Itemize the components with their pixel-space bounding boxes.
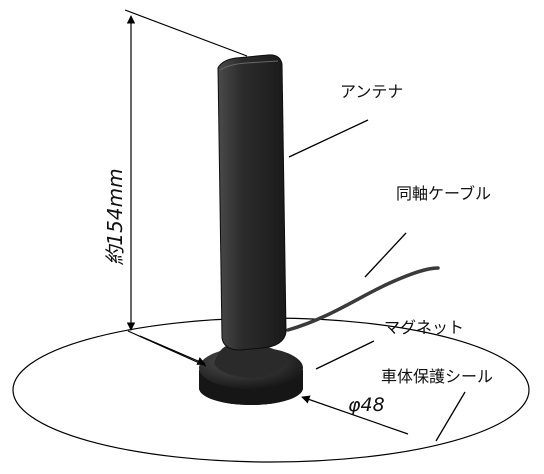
antenna-leader-line — [288, 119, 369, 158]
protective-seal-label: 車体保護シール — [381, 367, 494, 386]
magnet-leader-line — [315, 340, 375, 370]
coax-cable-label: 同軸ケーブル — [396, 184, 492, 203]
diameter-label: φ48 — [348, 394, 385, 416]
antenna-blade — [217, 54, 287, 351]
magnet-label: マグネット — [384, 318, 465, 337]
antenna-label: アンテナ — [340, 82, 404, 101]
height-label: 約154mm — [103, 168, 127, 266]
coax-cable — [286, 266, 440, 332]
diameter-dimension — [139, 335, 409, 435]
cable-leader-line — [364, 232, 407, 278]
seal-leader-line — [435, 391, 466, 442]
magnet-base — [199, 346, 303, 405]
